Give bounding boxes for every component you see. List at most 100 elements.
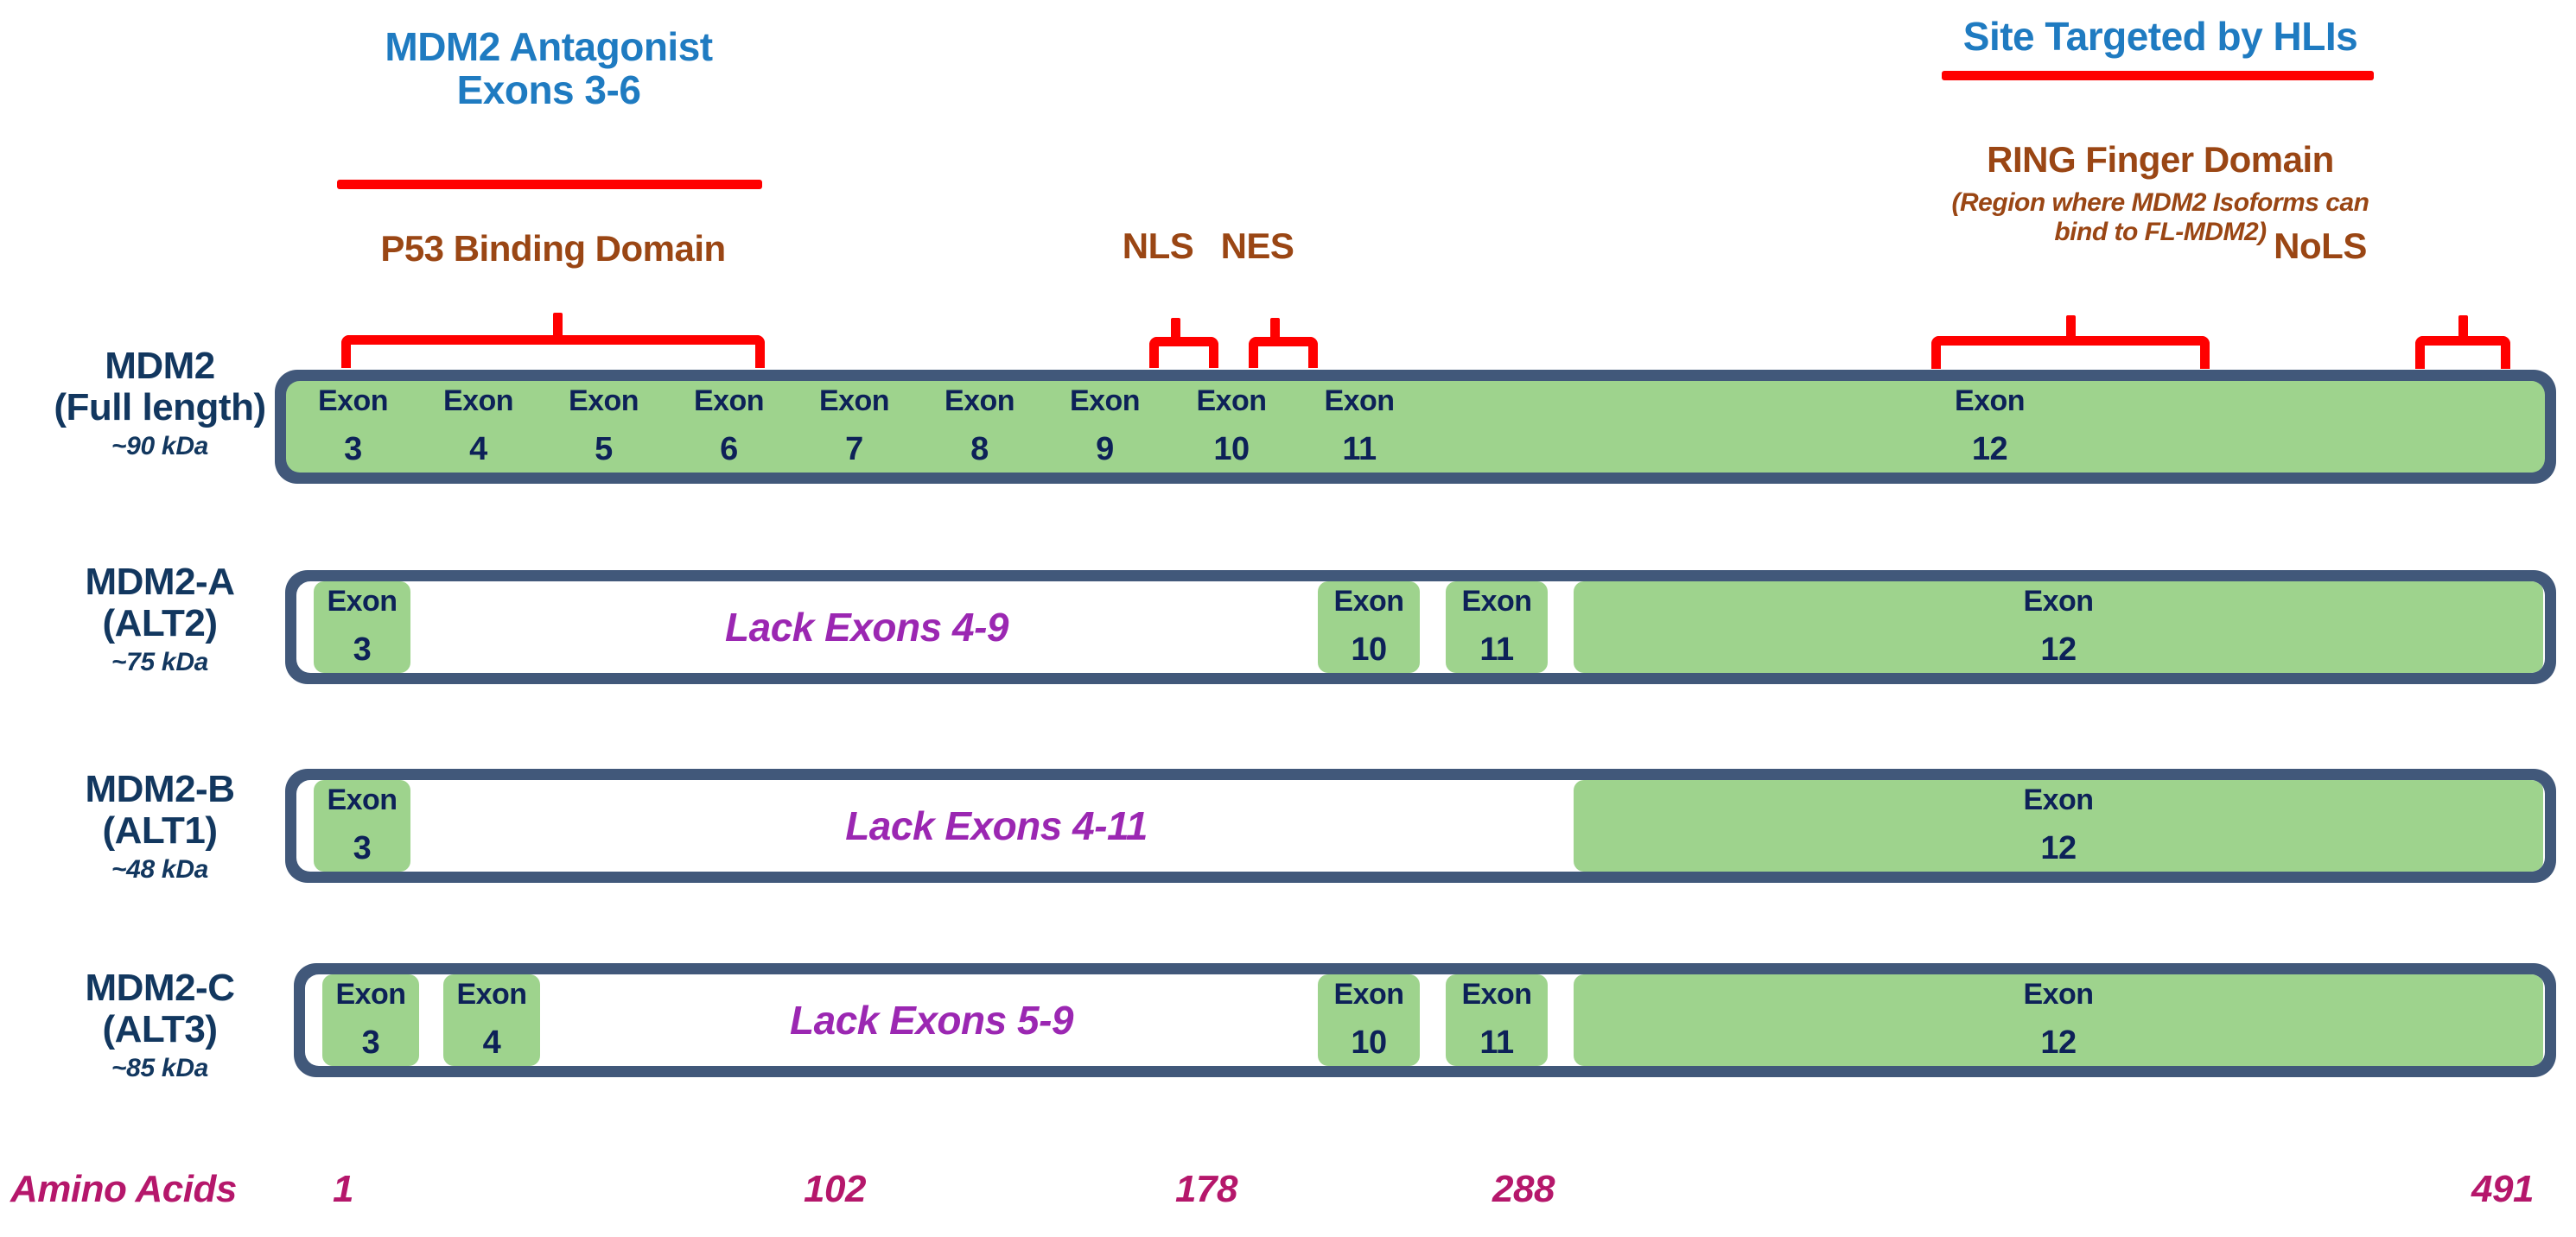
annotation-ring-finger-title: RING Finger Domain — [1987, 139, 2334, 180]
lack-exons-label-a: Lack Exons 4-9 — [725, 605, 1008, 650]
amino-acid-tick-1: 1 — [333, 1168, 353, 1210]
exon-box-4[interactable]: Exon 4 — [429, 381, 528, 473]
exon-6-number: 6 — [720, 431, 738, 467]
exon-box-b-3[interactable]: Exon 3 — [314, 780, 410, 872]
row-label-mdm2-c: MDM2-C (ALT3) ~85 kDa — [35, 967, 285, 1082]
nols-bracket — [2415, 336, 2510, 369]
exon-box-b-12[interactable]: Exon 12 — [1574, 780, 2543, 872]
exon-c-11-label: Exon — [1461, 978, 1532, 1011]
exon-11-label: Exon — [1324, 384, 1395, 417]
exon-5-label: Exon — [568, 384, 639, 417]
annotation-mdm2-antagonist-line2: Exons 3-6 — [456, 67, 641, 112]
exon-c-12-label: Exon — [2023, 978, 2094, 1011]
row-label-mdm2-full-length: MDM2 (Full length) ~90 kDa — [35, 346, 285, 460]
ring-bracket-tick — [2066, 315, 2076, 339]
isoform-3-name: MDM2-C — [85, 967, 235, 1009]
isoform-1-weight: ~75 kDa — [111, 648, 209, 677]
ring-finger-bracket — [1931, 336, 2210, 369]
exon-b-12-number: 12 — [2040, 830, 2077, 866]
exon-b-3-label: Exon — [327, 783, 398, 816]
isoform-2-name: MDM2-B — [85, 768, 235, 810]
exon-box-c-10[interactable]: Exon 10 — [1318, 974, 1420, 1066]
p53-bracket-tick — [553, 313, 563, 339]
annotation-mdm2-antagonist-line1: MDM2 Antagonist — [385, 24, 713, 69]
track-inner-2: Exon 3 Lack Exons 4-11 Exon 12 — [296, 780, 2545, 872]
exon-c-10-label: Exon — [1333, 978, 1404, 1011]
isoform-0-variant: (Full length) — [54, 385, 266, 428]
exon-box-c-3[interactable]: Exon 3 — [322, 974, 419, 1066]
row-label-mdm2-a: MDM2-A (ALT2) ~75 kDa — [35, 561, 285, 676]
isoform-3-variant: (ALT3) — [102, 1007, 218, 1050]
exon-box-11[interactable]: Exon 11 — [1308, 381, 1410, 473]
exon-a-3-number: 3 — [353, 631, 372, 668]
exon-box-5[interactable]: Exon 5 — [554, 381, 653, 473]
exon-box-7[interactable]: Exon 7 — [805, 381, 904, 473]
annotation-ring-finger-subtitle: (Region where MDM2 Isoforms can bind to … — [1806, 188, 2515, 246]
exon-box-12[interactable]: Exon 12 — [1436, 381, 2543, 473]
exon-9-number: 9 — [1096, 431, 1114, 467]
exon-8-number: 8 — [970, 431, 989, 467]
isoform-track-mdm2-a: Exon 3 Lack Exons 4-9 Exon 10 Exon 11 Ex… — [285, 570, 2556, 684]
exon-5-number: 5 — [595, 431, 613, 467]
exon-9-label: Exon — [1069, 384, 1141, 417]
exon-box-9[interactable]: Exon 9 — [1055, 381, 1154, 473]
exon-box-a-12[interactable]: Exon 12 — [1574, 581, 2543, 673]
exon-a-11-number: 11 — [1479, 631, 1514, 668]
annotation-nls: NLS — [1122, 225, 1194, 266]
exon-box-3[interactable]: Exon 3 — [303, 381, 403, 473]
exon-12-label: Exon — [1954, 384, 2026, 417]
ring-finger-subtitle-line1: (Region where MDM2 Isoforms can — [1951, 188, 2369, 217]
exon-8-label: Exon — [944, 384, 1015, 417]
amino-acid-tick-491: 491 — [2471, 1168, 2534, 1210]
isoform-track-mdm2-b: Exon 3 Lack Exons 4-11 Exon 12 — [285, 769, 2556, 883]
nls-bracket-tick — [1171, 318, 1180, 340]
exon-c-11-number: 11 — [1479, 1024, 1514, 1061]
annotation-nols: NoLS — [2274, 225, 2367, 266]
exon-c-3-number: 3 — [361, 1024, 380, 1061]
annotation-nes: NES — [1220, 225, 1294, 266]
isoform-0-name: MDM2 — [105, 345, 215, 387]
lack-exons-label-b: Lack Exons 4-11 — [845, 803, 1148, 848]
exon-box-a-11[interactable]: Exon 11 — [1446, 581, 1548, 673]
exon-box-c-12[interactable]: Exon 12 — [1574, 974, 2543, 1066]
exon-box-c-4[interactable]: Exon 4 — [443, 974, 540, 1066]
exon-6-label: Exon — [693, 384, 765, 417]
annotation-mdm2-antagonist: MDM2 Antagonist Exons 3-6 — [277, 24, 821, 112]
p53-bracket — [341, 335, 765, 368]
track-inner-3: Exon 3 Exon 4 Lack Exons 5-9 Exon 10 Exo… — [305, 974, 2545, 1066]
exon-12-number: 12 — [1971, 431, 2008, 467]
exon-a-10-number: 10 — [1351, 631, 1387, 668]
exon-10-number: 10 — [1213, 431, 1250, 467]
ring-finger-subtitle-line2: bind to FL-MDM2) — [2054, 217, 2267, 246]
exon-box-6[interactable]: Exon 6 — [679, 381, 779, 473]
site-targeted-underline — [1942, 71, 2374, 80]
isoform-track-mdm2-full-length: Exon 3 Exon 4 Exon 5 Exon 6 Exon 7 Exon … — [275, 370, 2556, 484]
isoform-0-weight: ~90 kDa — [111, 432, 209, 461]
exon-box-8[interactable]: Exon 8 — [930, 381, 1029, 473]
exon-c-10-number: 10 — [1351, 1024, 1387, 1061]
amino-acid-tick-178: 178 — [1175, 1168, 1237, 1210]
exon-4-number: 4 — [469, 431, 487, 467]
exon-a-10-label: Exon — [1333, 585, 1404, 618]
isoform-track-mdm2-c: Exon 3 Exon 4 Lack Exons 5-9 Exon 10 Exo… — [294, 963, 2556, 1077]
nols-bracket-tick — [2458, 315, 2468, 339]
row-label-mdm2-b: MDM2-B (ALT1) ~48 kDa — [35, 769, 285, 884]
exon-a-12-label: Exon — [2023, 585, 2094, 618]
isoform-3-weight: ~85 kDa — [111, 1054, 209, 1083]
exon-3-number: 3 — [344, 431, 362, 467]
annotation-p53-binding-domain: P53 Binding Domain — [380, 228, 726, 269]
exon-a-11-label: Exon — [1461, 585, 1532, 618]
exon-box-c-11[interactable]: Exon 11 — [1446, 974, 1548, 1066]
nls-bracket — [1149, 337, 1218, 368]
nes-bracket-tick — [1270, 318, 1280, 340]
exon-a-12-number: 12 — [2040, 631, 2077, 668]
exon-box-a-3[interactable]: Exon 3 — [314, 581, 410, 673]
exon-7-label: Exon — [818, 384, 890, 417]
exon-box-a-10[interactable]: Exon 10 — [1318, 581, 1420, 673]
exon-4-label: Exon — [442, 384, 514, 417]
lack-exons-label-c: Lack Exons 5-9 — [790, 998, 1073, 1043]
exon-c-4-label: Exon — [456, 978, 527, 1011]
isoform-1-name: MDM2-A — [85, 561, 235, 603]
exon-box-10[interactable]: Exon 10 — [1180, 381, 1282, 473]
